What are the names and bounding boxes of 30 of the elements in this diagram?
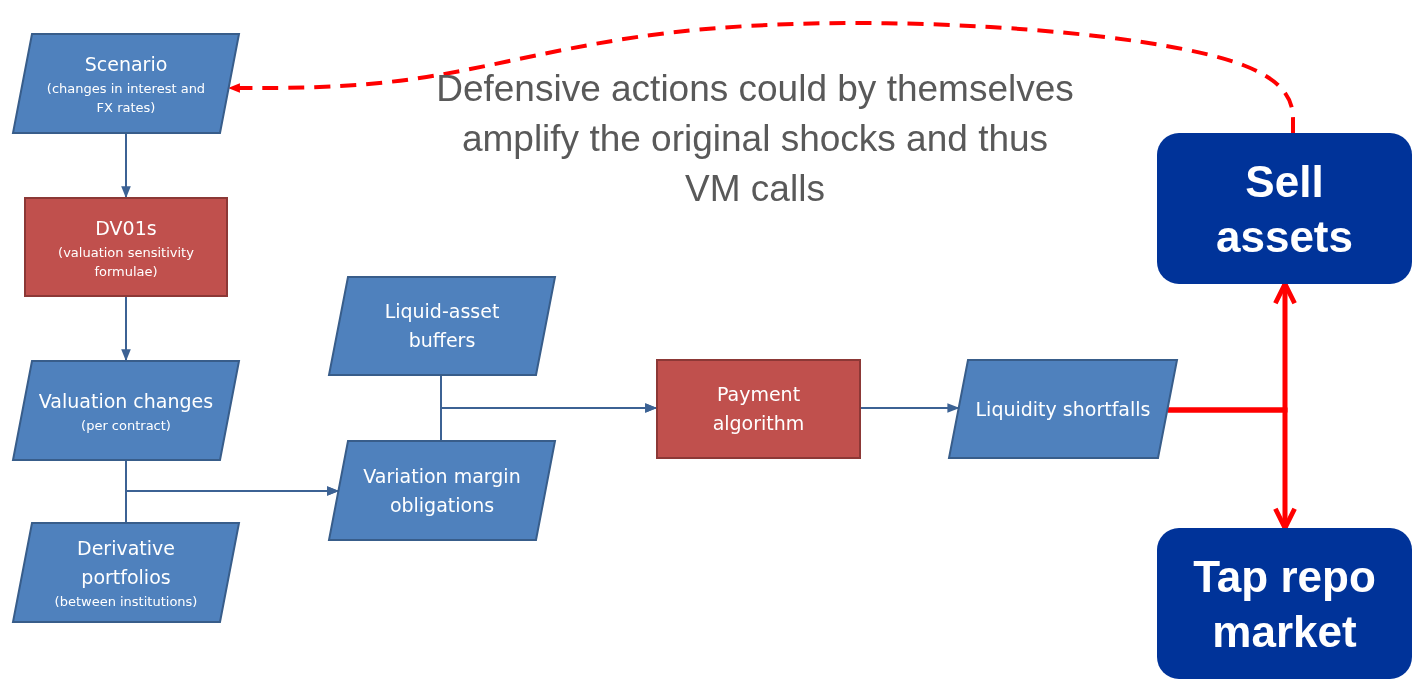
arrow — [121, 296, 131, 362]
node-title: Variation margin obligations — [362, 463, 522, 518]
data-parallelogram — [12, 33, 240, 134]
action-box — [1157, 133, 1412, 284]
data-parallelogram — [12, 360, 240, 461]
node-title: Liquidity shortfalls — [975, 396, 1151, 422]
node-title: Payment algorithm — [711, 382, 806, 436]
node-subtitle: (valuation sensitivity formulae) — [57, 243, 195, 281]
node-title: Sell assets — [1215, 155, 1354, 263]
node-title: DV01s — [95, 215, 157, 241]
process-box — [656, 359, 861, 459]
annotation-text: Defensive actions could by themselves amplify the original shocks and thus VM calls — [435, 67, 1075, 211]
node-title: Scenario — [84, 52, 168, 77]
node-subtitle: (between institutions) — [54, 593, 198, 611]
node-title: Liquid-asset buffers — [383, 299, 501, 353]
node-title: Derivative portfolios — [76, 536, 176, 590]
node-subtitle: (changes in interest and FX rates) — [45, 80, 207, 117]
node-subtitle: (per contract) — [81, 416, 171, 435]
arrow — [440, 403, 658, 441]
data-parallelogram — [328, 276, 556, 376]
node-title: Valuation changes — [38, 388, 214, 414]
arrow — [1167, 407, 1297, 531]
node-title: Tap repo market — [1192, 550, 1377, 658]
data-parallelogram — [12, 522, 240, 623]
data-parallelogram — [948, 359, 1178, 459]
data-parallelogram — [328, 440, 556, 541]
arrow — [860, 403, 960, 413]
action-box — [1157, 528, 1412, 679]
arrow — [121, 133, 131, 199]
process-box — [24, 197, 228, 297]
